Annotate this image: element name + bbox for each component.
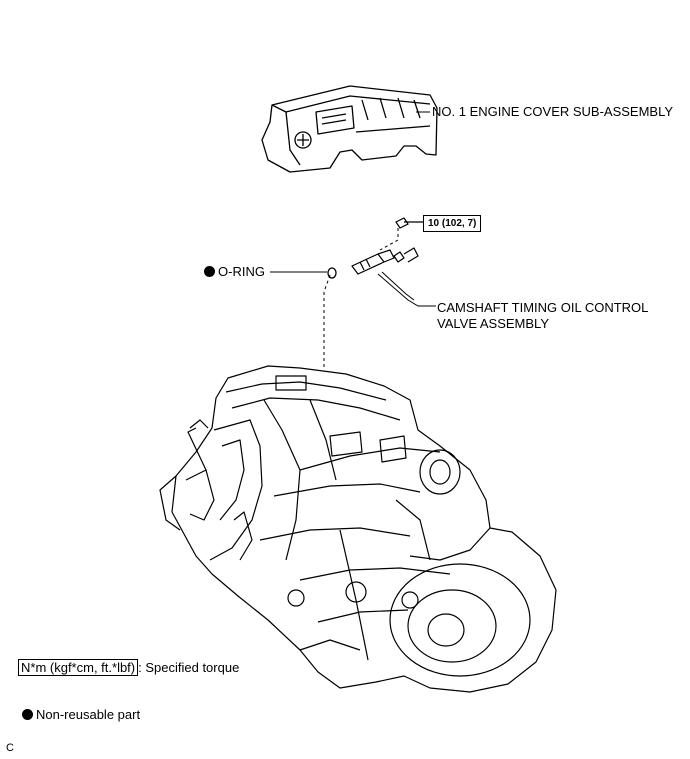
o-ring-label: O-RING bbox=[204, 264, 265, 280]
ocv-valve-illustration bbox=[351, 247, 419, 275]
legend-torque: N*m (kgf*cm, ft.*lbf): Specified torque bbox=[18, 659, 240, 676]
corner-mark: C bbox=[6, 742, 14, 754]
torque-value-box: 10 (102, 7) bbox=[423, 215, 482, 232]
alignment-dashes bbox=[323, 228, 399, 370]
ocv-label-line1: CAMSHAFT TIMING OIL CONTROL bbox=[437, 300, 649, 315]
legend-torque-desc: : Specified torque bbox=[138, 660, 240, 675]
ocv-label-line2: VALVE ASSEMBLY bbox=[437, 316, 549, 331]
engine-cover-illustration bbox=[261, 85, 438, 173]
legend-dot-icon bbox=[22, 709, 33, 720]
engine-cover-label: NO. 1 ENGINE COVER SUB-ASSEMBLY bbox=[432, 104, 674, 119]
o-ring-text: O-RING bbox=[218, 264, 265, 279]
non-reusable-dot-icon bbox=[204, 266, 215, 277]
engine-assembly-illustration bbox=[159, 365, 557, 693]
legend-torque-units: N*m (kgf*cm, ft.*lbf) bbox=[18, 659, 139, 676]
legend-non-reusable-text: Non-reusable part bbox=[36, 707, 141, 722]
legend-non-reusable: Non-reusable part bbox=[22, 707, 140, 723]
bolt-illustration bbox=[395, 217, 423, 229]
o-ring-illustration bbox=[327, 267, 337, 279]
